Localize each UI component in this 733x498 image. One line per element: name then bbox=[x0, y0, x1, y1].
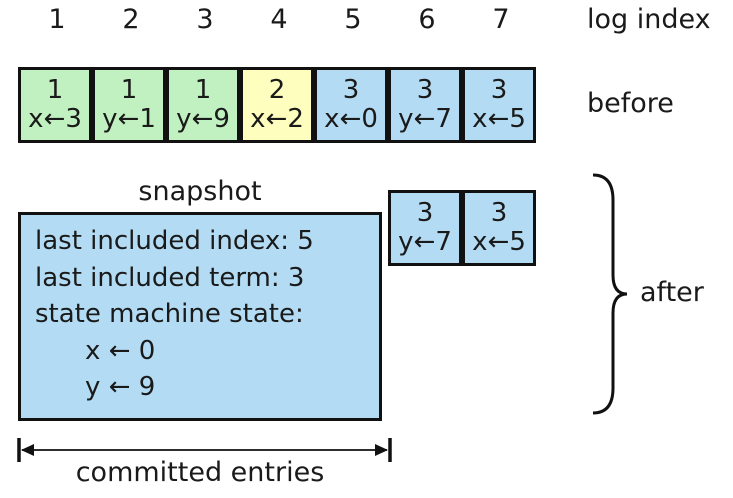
log-index-number: 7 bbox=[492, 4, 510, 35]
after-brace-icon bbox=[592, 173, 628, 415]
entry-term: 3 bbox=[490, 198, 508, 228]
entry-command: x←5 bbox=[472, 104, 526, 134]
entry-term: 1 bbox=[120, 75, 138, 105]
committed-range-arrow-icon bbox=[17, 438, 392, 462]
entry-command: y←7 bbox=[398, 104, 452, 134]
entry-term: 3 bbox=[416, 198, 434, 228]
entry-term: 1 bbox=[46, 75, 64, 105]
log-index-number: 3 bbox=[196, 4, 214, 35]
last-included-index: last included index: 5 bbox=[35, 226, 314, 256]
entry-command: x←0 bbox=[324, 104, 378, 134]
log-index-number: 2 bbox=[122, 4, 140, 35]
entry-term: 3 bbox=[490, 75, 508, 105]
log-index-label: log index bbox=[587, 4, 711, 35]
state-machine-state-label: state machine state: bbox=[35, 299, 304, 329]
state-y: y ← 9 bbox=[85, 372, 156, 402]
entry-command: x←2 bbox=[250, 104, 304, 134]
after-label: after bbox=[640, 277, 704, 308]
entry-term: 3 bbox=[342, 75, 360, 105]
committed-entries-label: committed entries bbox=[75, 457, 325, 488]
log-index-number: 4 bbox=[270, 4, 288, 35]
log-index-number: 1 bbox=[48, 4, 66, 35]
entry-term: 2 bbox=[268, 75, 286, 105]
entry-command: y←9 bbox=[176, 104, 230, 134]
entry-command: x←3 bbox=[28, 104, 82, 134]
log-index-number: 6 bbox=[418, 4, 436, 35]
state-x: x ← 0 bbox=[85, 335, 156, 366]
entry-command: x←5 bbox=[472, 227, 526, 257]
log-index-number: 5 bbox=[344, 4, 362, 35]
last-included-term: last included term: 3 bbox=[35, 262, 305, 293]
snapshot-box: last included index: 5 last included ter… bbox=[18, 212, 382, 421]
entry-command: y←1 bbox=[102, 104, 156, 134]
entry-term: 1 bbox=[194, 75, 212, 105]
entry-term: 3 bbox=[416, 75, 434, 105]
before-label: before bbox=[587, 88, 674, 119]
entry-command: y←7 bbox=[398, 227, 452, 257]
snapshot-label: snapshot bbox=[138, 176, 262, 207]
